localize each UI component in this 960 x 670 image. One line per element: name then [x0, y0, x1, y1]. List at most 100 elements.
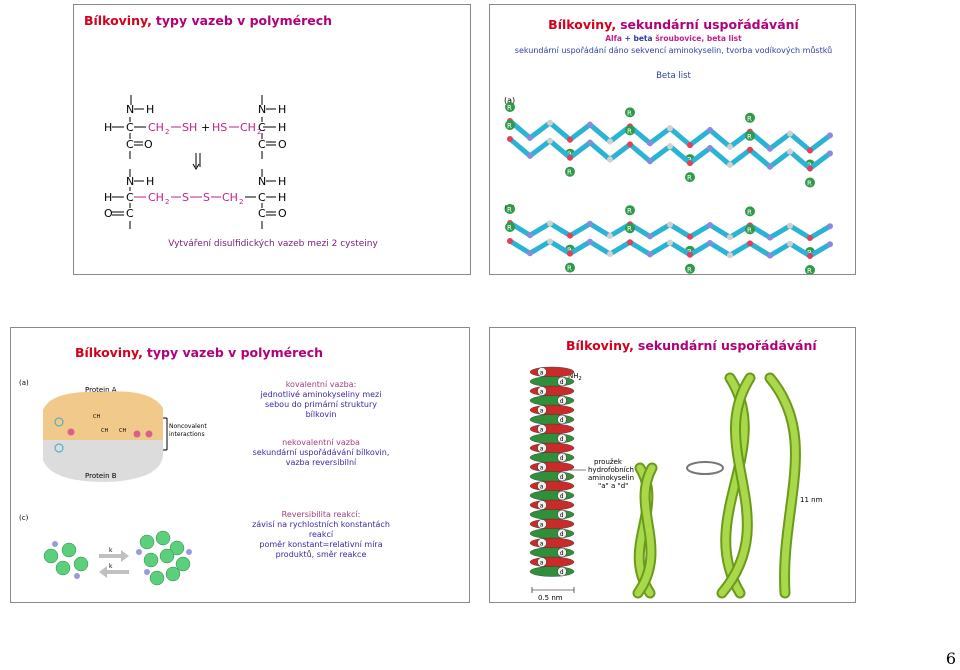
r-group: [565, 166, 575, 177]
helix-turn: [529, 404, 575, 416]
atom: [727, 252, 733, 259]
residue-label: d: [560, 455, 564, 462]
slide-caption: Vytváření disulfidických vazeb mezi 2 cy…: [168, 239, 378, 249]
svg-text:S: S: [203, 191, 210, 204]
atom: [587, 220, 593, 227]
noncovalent-text-block: nekovalentní vazba sekundární uspořádává…: [252, 438, 390, 467]
protein-interaction-diagram: (a) Protein A CH CH CH Noncovalent inter…: [19, 379, 207, 586]
atom: [827, 223, 833, 230]
r-group: [625, 205, 635, 216]
helix-turn: [529, 452, 575, 463]
ring-marker: [686, 461, 724, 475]
slide-title: Bílkoviny, typy vazeb v polymérech: [75, 345, 324, 360]
r-group-label: R: [687, 174, 692, 182]
atom: [727, 161, 733, 168]
helix-turn: [529, 528, 575, 539]
residue-marker: [557, 395, 567, 406]
atom: [647, 158, 653, 165]
atom: [787, 240, 793, 247]
residue-label: d: [560, 569, 564, 576]
r-group-label: R: [627, 225, 632, 233]
residue-label: a: [540, 464, 544, 471]
helix-turn: [529, 366, 575, 378]
atom: [807, 235, 813, 241]
atom: [707, 240, 713, 246]
protein-b-shape: [43, 440, 163, 482]
residue-marker: [537, 500, 547, 510]
helix-turn: [529, 499, 575, 511]
atom: [587, 238, 593, 245]
atom: [607, 138, 613, 145]
atom: [707, 127, 713, 133]
helix-turn: [529, 518, 575, 530]
svg-text:H: H: [278, 121, 286, 134]
slide-subtitle: Alfa + beta šroubovice, beta list: [605, 34, 742, 43]
r-group: [565, 262, 575, 273]
helix-turn: [529, 556, 575, 568]
residue-marker: [557, 414, 567, 425]
page-number: 6: [945, 649, 956, 668]
atom: [567, 136, 573, 143]
atom: [727, 234, 733, 241]
strip-label-3: aminokyselin: [588, 474, 634, 482]
svg-text:C: C: [258, 121, 266, 134]
atom: [767, 145, 773, 152]
r-group: [745, 224, 755, 235]
atom: [647, 233, 653, 240]
residue-marker: [537, 367, 547, 377]
helix-turn: [529, 433, 575, 444]
atom: [507, 136, 513, 142]
atom: [767, 163, 773, 170]
residue-marker: [557, 509, 567, 520]
svg-text:CH: CH: [148, 121, 164, 134]
residue-label: d: [560, 379, 564, 386]
residue-marker: [557, 547, 567, 558]
residue-marker: [557, 566, 567, 577]
panel-c-label: (c): [19, 514, 29, 522]
svg-text:C: C: [126, 191, 134, 204]
protein-b-label: Protein B: [85, 472, 117, 480]
beta-sheet-label: Beta list: [656, 71, 691, 81]
svg-text:CH: CH: [240, 121, 256, 134]
atom: [547, 238, 553, 245]
r-group-label: R: [507, 206, 512, 214]
scale-05nm-label: 0.5 nm: [538, 594, 563, 602]
residue-label: a: [540, 445, 544, 452]
residue-label: d: [560, 398, 564, 405]
residue-label: a: [540, 559, 544, 566]
helix-strand-highlight: [718, 374, 754, 597]
svg-text:N: N: [126, 175, 134, 188]
atom: [687, 160, 693, 167]
coiled-coil-illustration: NH2 0.5 nm proužek hydrofobních aminokys…: [529, 366, 823, 602]
svg-text:O: O: [104, 207, 113, 220]
reversibility-text-block: Reversibilita reakcí: závisí na rychlost…: [252, 510, 390, 559]
r-group: [745, 112, 755, 123]
helix-turn: [529, 480, 575, 492]
residue-label: a: [540, 369, 544, 376]
atom: [807, 253, 813, 259]
helix-turn: [529, 471, 575, 482]
helix-strand-highlight: [634, 464, 656, 597]
r-group: [625, 223, 635, 234]
residue-label: a: [540, 521, 544, 528]
r-group: [505, 204, 515, 214]
residue-label: a: [540, 407, 544, 414]
svg-text:C: C: [258, 138, 266, 151]
atom: [727, 143, 733, 150]
svg-text:H: H: [278, 103, 286, 116]
svg-text:2: 2: [165, 198, 169, 206]
residue-marker: [537, 386, 547, 396]
slide-title: Bílkoviny, sekundární uspořádávání: [566, 338, 817, 353]
helix-turn: [529, 547, 575, 558]
r-group: [685, 172, 695, 183]
svg-text:O: O: [278, 207, 287, 220]
r-group-label: R: [747, 115, 752, 123]
atom: [827, 150, 833, 157]
atom: [687, 251, 693, 258]
atom: [507, 238, 513, 244]
atom: [787, 130, 793, 137]
atom: [567, 232, 573, 239]
atom: [687, 233, 693, 240]
slide-title: Bílkoviny, typy vazeb v polymérech: [84, 13, 333, 28]
residue-label: d: [560, 417, 564, 424]
